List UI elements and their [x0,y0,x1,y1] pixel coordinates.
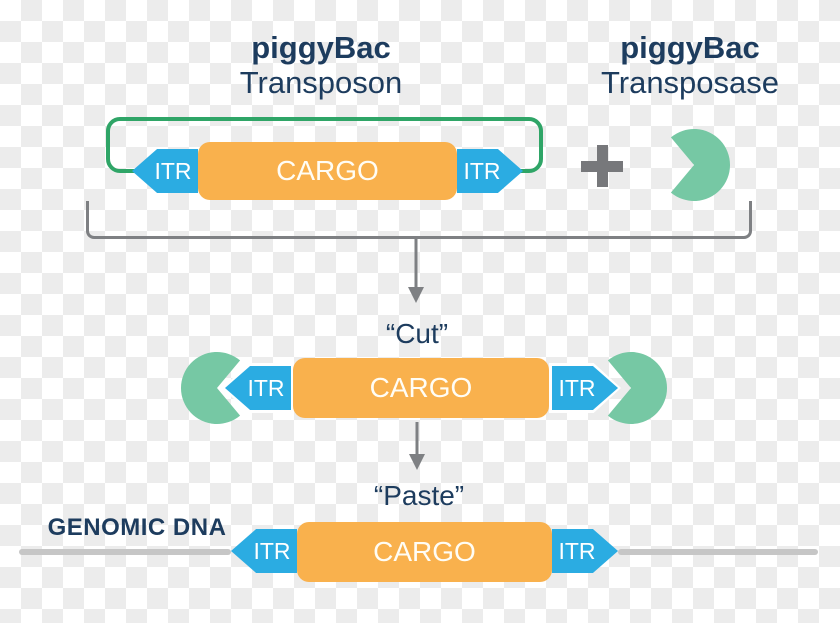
itr-label: ITR [154,157,192,184]
genomic-dna-line-right [618,549,818,555]
itr-label: ITR [558,537,596,564]
itr-arrow-right-genomic: ITR [552,529,618,573]
genomic-dna-label: GENOMIC DNA [47,514,227,541]
transposase-enzyme-icon-right [607,352,668,424]
itr-label: ITR [463,157,501,184]
cut-arrow-icon [408,239,424,303]
cargo-label: CARGO [276,155,379,186]
cargo-box-top: CARGO [198,142,457,200]
title-transposase-line1: piggyBac [620,30,760,65]
itr-label: ITR [253,537,291,564]
title-transposon-line1: piggyBac [251,30,391,65]
title-transposon: piggyBac Transposon [196,30,446,100]
grouping-bracket [86,201,752,239]
transposase-enzyme-icon-left [180,352,241,424]
cargo-box-cut: CARGO [293,358,549,418]
itr-label: ITR [558,374,596,401]
title-transposase: piggyBac Transposase [565,30,815,100]
cargo-label: CARGO [369,372,473,403]
paste-arrow-icon [409,422,425,470]
cargo-box-genomic: CARGO [297,522,552,582]
cut-label: “Cut” [385,318,449,349]
genomic-dna-line-left [19,549,231,555]
title-transposase-line2: Transposase [600,65,780,100]
paste-label: “Paste” [373,480,465,511]
title-transposon-line2: Transposon [239,65,403,100]
plus-icon [581,145,623,187]
itr-label: ITR [247,374,285,401]
cargo-label: CARGO [373,536,476,567]
transposase-enzyme-icon [670,129,731,201]
